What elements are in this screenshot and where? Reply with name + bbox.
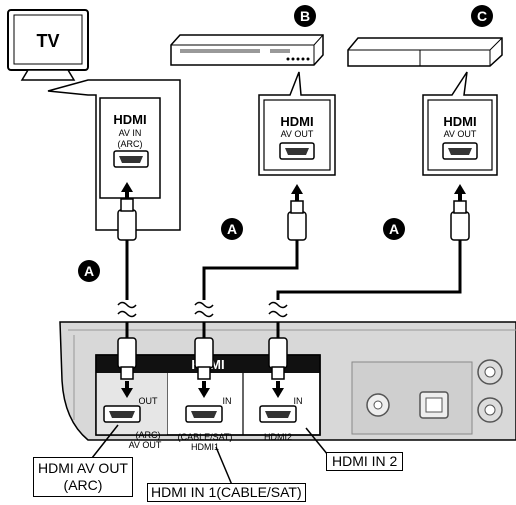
badge-a-b-cable: A: [221, 218, 243, 240]
in1-hdmi1-label: HDMI1: [191, 442, 219, 452]
out-tag: OUT: [139, 396, 159, 406]
badge-c: C: [471, 5, 493, 27]
callout-av-out-line2: (ARC): [63, 477, 103, 493]
hdmi-in1-port: [185, 405, 223, 423]
callout-leaders: [91, 424, 329, 486]
b-hdmi-port: [279, 142, 315, 160]
svg-text:A: A: [227, 221, 237, 237]
c-hdmi-logo: HDMI: [443, 114, 476, 129]
hdmi-out-port: [103, 405, 141, 423]
svg-text:A: A: [389, 221, 399, 237]
hdmi-in2-port: [259, 405, 297, 423]
device-b: [170, 34, 324, 66]
callout-av-out-line1: HDMI AV OUT: [38, 460, 128, 476]
cable-break-marks: [117, 301, 288, 318]
in1-cable-sat-label: (CABLE/SAT): [178, 432, 233, 442]
c-av-out-label: AV OUT: [444, 129, 477, 139]
device-b-port-callout: HDMI AV OUT: [258, 71, 336, 176]
callout-hdmi-in1-cable-sat: HDMI IN 1(CABLE/SAT): [147, 483, 306, 502]
hdmi-cables: [125, 235, 462, 338]
svg-text:A: A: [84, 263, 94, 279]
in1-tag: IN: [223, 396, 232, 406]
tv-av-in-label: AV IN: [119, 128, 142, 138]
device-c: [347, 37, 503, 67]
tv-port-callout: HDMI AV IN (ARC): [47, 79, 181, 231]
tv-arc-label: (ARC): [118, 139, 143, 149]
cable-plugs-bottom: [117, 337, 288, 380]
callout-hdmi-av-out-arc: HDMI AV OUT (ARC): [33, 457, 133, 497]
b-hdmi-logo: HDMI: [280, 114, 313, 129]
badge-a-c-cable: A: [383, 218, 405, 240]
badge-a-tv-cable: A: [78, 260, 100, 282]
out-av-out-label: AV OUT: [129, 440, 162, 450]
cable-plugs-top: [117, 198, 470, 241]
tv-label: TV: [36, 31, 59, 51]
in2-tag: IN: [294, 396, 303, 406]
device-c-port-callout: HDMI AV OUT: [422, 71, 498, 176]
badge-b: B: [294, 5, 316, 27]
b-av-out-label: AV OUT: [281, 129, 314, 139]
tv-hdmi-port: [113, 150, 149, 168]
svg-text:C: C: [477, 8, 487, 24]
tv-device: TV: [7, 9, 89, 81]
c-hdmi-port: [442, 142, 478, 160]
svg-text:B: B: [300, 8, 310, 24]
tv-hdmi-logo: HDMI: [113, 112, 146, 127]
in2-hdmi2-label: HDMI2: [264, 432, 292, 442]
callout-hdmi-in2: HDMI IN 2: [326, 452, 404, 471]
out-arc-label: (ARC): [136, 430, 161, 440]
